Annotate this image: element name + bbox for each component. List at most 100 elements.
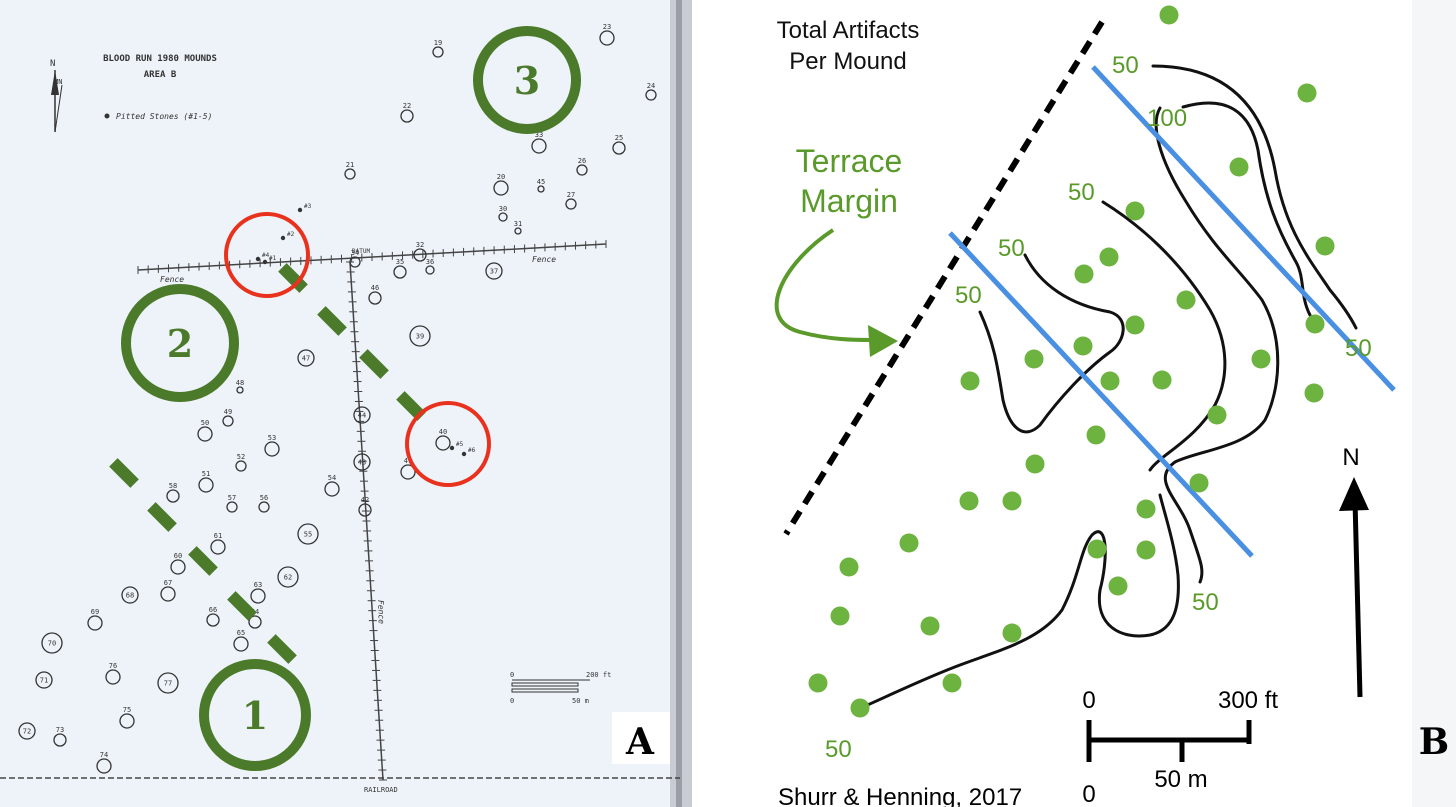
mound-marker [393,265,407,279]
mound-dot [1086,425,1106,445]
mound-number-label: 35 [396,258,404,266]
contour-label: 100 [1147,105,1187,132]
mound-dot [1099,247,1119,267]
pitted-stone-label: #1 [269,255,277,262]
mound-number-label: 75 [123,706,131,714]
mound-number-label: 50 [201,419,209,427]
pitted-stone-label: #4 [262,252,270,259]
legend-label: Pitted Stones (#1-5) [116,112,212,121]
panel-letter-b: B [1419,721,1449,763]
mound-marker [105,669,121,685]
mound-dot [1025,454,1045,474]
contour-label: 50 [825,736,852,763]
mound-number-label: 26 [578,157,586,165]
fence-horizontal [137,240,607,274]
pitted-stone-icon [449,445,455,451]
pitted-stone-icon [262,259,268,265]
terrace-label-line2: Margin [800,183,898,219]
mound-marker [160,586,176,602]
mound-marker [413,248,427,262]
mound-marker [264,441,280,457]
north-arrow-icon [1339,477,1369,698]
mound-marker [485,262,503,280]
mound-marker [368,291,382,305]
cluster-ring-3 [473,26,581,134]
mound-marker [35,671,53,689]
mound-number-label: 54 [328,474,336,482]
transect-line-1 [1091,65,1396,392]
mound-number-label: 47 [302,355,310,363]
mound-marker [166,489,180,503]
north-arrow-icon [51,70,63,133]
mound-marker [353,453,371,471]
mound-dot [1297,83,1317,103]
mound-marker [612,141,626,155]
mound-number-label: 36 [426,258,434,266]
transect-marker [359,349,389,379]
mound-number-label: 71 [40,677,48,685]
mound-number-label: 77 [164,680,172,688]
mound-number-label: 49 [224,408,232,416]
transect-marker [317,306,347,336]
pitted-stone-label: #2 [287,231,295,238]
mound-marker [400,109,414,123]
mound-number-label: 27 [567,191,575,199]
transect-marker [109,458,139,488]
contour-label: 50 [955,282,982,309]
mound-dot [1305,314,1325,334]
scale-m-zero: 0 [510,697,514,705]
panel-a-map: BLOOD RUN 1980 MOUNDS AREA B N MN Pitted… [0,0,692,807]
cluster-label-3: 3 [514,58,540,103]
mound-number-label: 52 [237,453,245,461]
terrace-label-line1: Terrace [796,143,903,179]
mound-marker [531,138,547,154]
mound-marker [645,89,657,101]
mound-marker [349,256,361,268]
mound-number-label: 58 [169,482,177,490]
panel-letter-a: A [625,721,655,763]
pitted-stone-markers: #1#2#3#4#5#6 [255,203,476,457]
mound-number-label: 62 [284,574,292,582]
mound-number-label: 41 [404,457,412,465]
mound-number-label: 31 [514,220,522,228]
mound-marker [198,477,214,493]
mound-dot [1073,336,1093,356]
mound-number-label: 60 [174,552,182,560]
scale-b-m-label: 50 m [1154,766,1207,793]
mound-dot [1125,315,1145,335]
mound-dot [1074,264,1094,284]
mound-marker [435,435,451,451]
transect-marker [227,591,257,621]
mound-marker [87,615,103,631]
contour-label: 50 [1192,589,1219,616]
mound-marker [493,180,509,196]
mound-marker [537,185,545,193]
mound-marker [297,523,319,545]
pitted-stone-icon [461,451,467,457]
mound-dot [959,491,979,511]
mound-marker [498,212,508,222]
mound-number-label: 48 [236,379,244,387]
mound-marker [53,733,67,747]
mound-marker [250,588,266,604]
contour-label: 50 [1068,179,1095,206]
cluster-label-1: 1 [242,693,268,738]
mound-marker [344,168,356,180]
mound-marker [353,406,371,424]
datum-label: DATUM [352,248,370,255]
mound-marker [324,481,340,497]
mound-marker [258,501,270,513]
scale-m-label: 50 m [572,697,589,705]
mound-number-label: 69 [91,608,99,616]
transect-marker [147,502,177,532]
mound-number-label: 22 [403,102,411,110]
mound-number-label: 74 [100,751,108,759]
terrace-arrow-icon [774,228,898,357]
mound-number-label: 53 [268,434,276,442]
mound-marker [409,325,431,347]
pitted-stone-icon [297,207,303,213]
mound-dot [850,698,870,718]
contour-label: 50 [1345,335,1372,362]
north-label: N [50,59,55,69]
mound-dot [1136,499,1156,519]
